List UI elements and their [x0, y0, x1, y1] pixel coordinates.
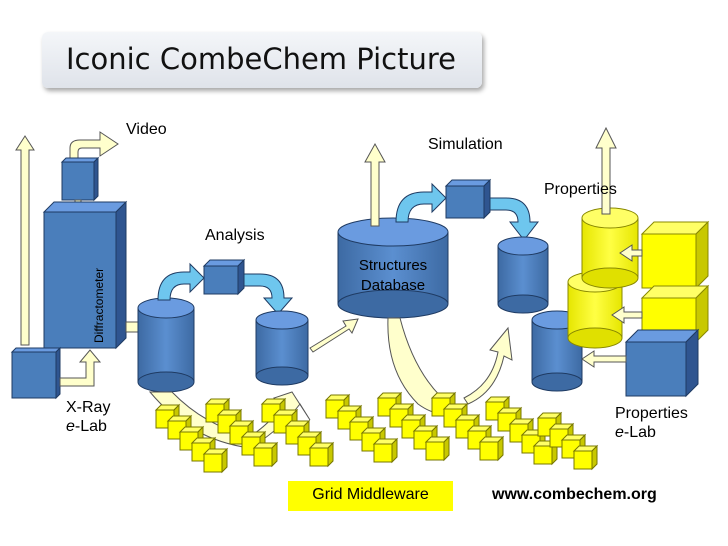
page-title: Iconic CombeChem Picture: [66, 42, 456, 76]
analysis-label: Analysis: [205, 227, 265, 244]
structures-label-line1: Structures: [358, 257, 428, 274]
website-url: www.combechem.org: [492, 486, 657, 503]
grid-cube: [478, 435, 505, 462]
xray-e-prefix: e: [66, 418, 75, 435]
grid-cube: [202, 447, 229, 474]
grid-cube: [308, 441, 335, 468]
cube2-left-arrow: [611, 306, 643, 324]
xray-to-diffractometer-arrow: [59, 349, 102, 387]
properties-top-label: Properties: [544, 181, 617, 198]
analysis-arrow-in: [157, 262, 205, 301]
xray-elab-label: X-Ray e-Lab: [66, 398, 110, 436]
properties-yellow-cube-1: [640, 220, 710, 290]
structures-database-label: Structures Database: [338, 256, 448, 296]
video-arrow: [69, 131, 119, 161]
structures-label-line2: Database: [360, 277, 426, 294]
xray-box: [10, 346, 62, 400]
simulation-cylinder: [497, 236, 549, 314]
elab-left-arrow: [581, 350, 627, 368]
analysis-arrow-out: [243, 273, 294, 315]
left-up-arrow: [15, 135, 35, 346]
properties-up-arrow: [595, 126, 617, 215]
xray-label-line2: e-Lab: [66, 417, 110, 436]
grid-cubes: [154, 391, 599, 474]
analysis-cylinder-2: [255, 310, 309, 386]
structures-up-arrow: [364, 142, 386, 227]
simulation-label: Simulation: [428, 136, 503, 153]
cube1-left-arrow: [619, 244, 643, 262]
props-label-line2: e-Lab: [615, 423, 688, 442]
simulation-box: [444, 178, 492, 220]
camera-box: [60, 156, 100, 202]
grid-cube: [424, 435, 451, 462]
video-label: Video: [126, 121, 167, 138]
props-label-line1: Properties: [615, 405, 688, 422]
simulation-arrow-out: [489, 197, 540, 241]
structures-database-cylinder: [337, 217, 449, 319]
xray-label-line1: X-Ray: [66, 399, 111, 416]
properties-yellow-cylinders: [567, 207, 639, 349]
title-box: [42, 32, 482, 88]
analysis-box: [202, 258, 246, 296]
grid-cube: [572, 444, 599, 471]
grid-cube: [372, 437, 399, 464]
grid-cube: [252, 441, 279, 468]
properties-elab-label: Properties e-Lab: [615, 404, 688, 442]
xray-lab-suffix: -Lab: [74, 418, 107, 435]
analysis-to-structures-arrow: [309, 318, 359, 353]
properties-elab-box: [624, 328, 700, 398]
structures-grid-crescent-right: [463, 326, 513, 405]
grid-middleware-label: Grid Middleware: [312, 486, 429, 503]
grid-middleware-box: [288, 481, 453, 511]
diffractometer-box: [42, 200, 128, 350]
props-e-prefix: e: [615, 424, 624, 441]
simulation-arrow-in: [395, 182, 447, 223]
analysis-cylinder-1: [137, 297, 195, 393]
diffractometer-label: Diffractometer: [92, 267, 106, 343]
props-lab-suffix: -Lab: [623, 424, 656, 441]
